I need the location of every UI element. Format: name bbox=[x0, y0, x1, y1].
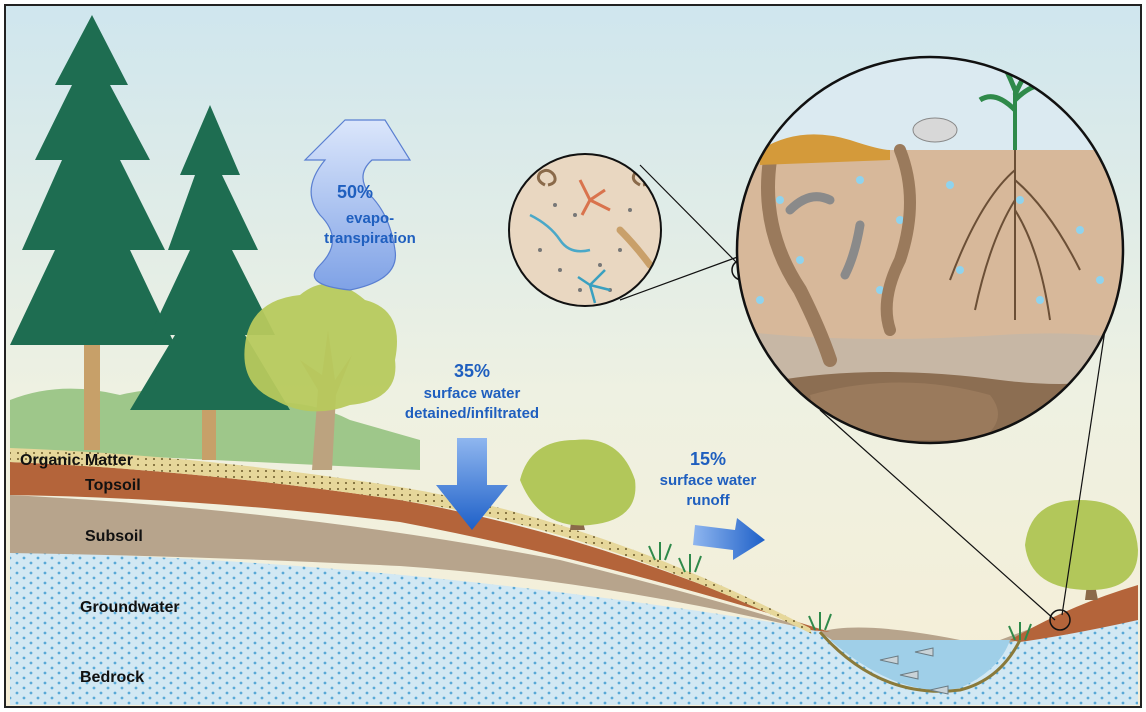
conifer-tree-left bbox=[10, 15, 175, 450]
groundwater-layer bbox=[10, 552, 1138, 705]
subsoil-label: Subsoil bbox=[85, 528, 143, 545]
nematode bbox=[616, 226, 654, 269]
fungal-hyphae bbox=[578, 179, 611, 216]
infiltration-percent: 35% bbox=[454, 361, 490, 381]
shrub-middle bbox=[520, 439, 636, 530]
deciduous-tree-center bbox=[244, 283, 397, 470]
soil-pores bbox=[756, 176, 1104, 304]
evapotranspiration-label-line2: transpiration bbox=[324, 230, 416, 247]
fish bbox=[899, 670, 919, 680]
topsoil-label: Topsoil bbox=[85, 477, 141, 494]
earthworm-1 bbox=[785, 192, 835, 215]
grass-tufts bbox=[648, 542, 1032, 641]
infiltration-arrow bbox=[436, 438, 508, 530]
microbe-magnifier bbox=[508, 153, 662, 307]
runoff-label-line2: runoff bbox=[686, 492, 730, 509]
topsoil-right bbox=[1010, 585, 1138, 642]
plant-roots bbox=[949, 150, 1081, 321]
infiltration-label-line2: detained/infiltrated bbox=[405, 405, 539, 422]
fish bbox=[929, 685, 949, 695]
fish bbox=[879, 655, 899, 665]
leaf-litter bbox=[760, 134, 890, 165]
groundwater-label: Groundwater bbox=[80, 599, 180, 616]
infiltration-label-line1: surface water bbox=[424, 385, 521, 402]
bedrock-label: Bedrock bbox=[80, 669, 144, 686]
fish bbox=[914, 647, 934, 657]
earthworm-burrow-2 bbox=[880, 144, 916, 336]
microbe-star bbox=[577, 269, 611, 304]
zoom-connectors bbox=[619, 164, 1106, 621]
stream bbox=[830, 640, 1010, 690]
topsoil-layer bbox=[10, 462, 830, 632]
organic-matter-label: Organic Matter bbox=[20, 452, 133, 469]
spiral-organism bbox=[536, 168, 557, 187]
runoff-arrow bbox=[693, 518, 765, 560]
snail-shell bbox=[912, 117, 958, 143]
earthworm-burrow-1 bbox=[761, 153, 837, 367]
fish-group bbox=[879, 647, 949, 695]
shrub-right bbox=[1025, 500, 1138, 600]
evapotranspiration-percent: 50% bbox=[337, 182, 373, 202]
large-zoom-marker bbox=[1049, 609, 1071, 631]
runoff-percent: 15% bbox=[690, 449, 726, 469]
soil-magnifier bbox=[735, 55, 1125, 445]
subsoil-layer bbox=[10, 495, 1138, 665]
stream-banks bbox=[818, 631, 1022, 693]
runoff-label-line1: surface water bbox=[660, 472, 757, 489]
evapotranspiration-arrow bbox=[303, 119, 412, 291]
evapotranspiration-label-line1: evapo- bbox=[346, 210, 394, 227]
microbe-filament bbox=[529, 213, 591, 253]
earthworm-2 bbox=[840, 220, 865, 280]
